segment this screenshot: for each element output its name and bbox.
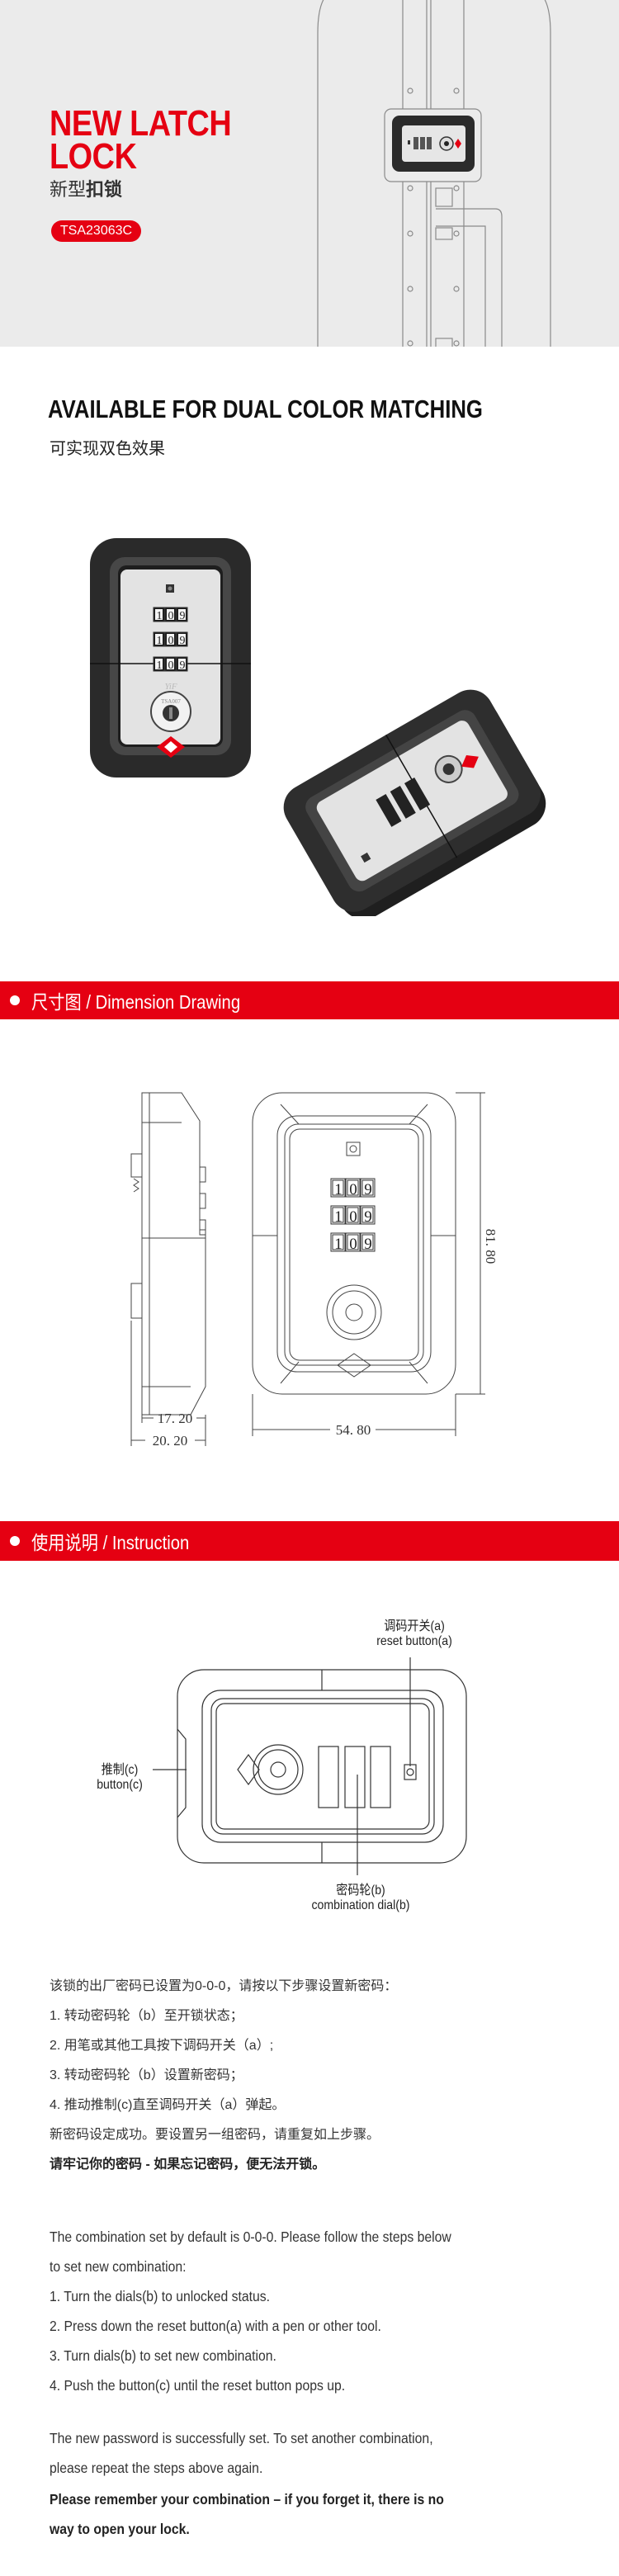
dial-digit: 9 <box>364 1181 372 1198</box>
subtitle-regular: 新型 <box>50 179 87 200</box>
dial-digit: 1 <box>334 1236 343 1253</box>
dial-label-en: combination dial(b) <box>311 1898 410 1912</box>
feature-subheading: 可实现双色效果 <box>50 440 165 458</box>
dial-digit: 9 <box>364 1236 372 1253</box>
suitcase-line-drawing <box>317 0 551 347</box>
cn-warning: 请牢记你的密码 - 如果忘记密码，便无法开锁。 <box>50 2158 326 2172</box>
dial-digit: 1 <box>157 659 163 672</box>
title-line-1: NEW LATCH <box>50 103 232 144</box>
subtitle: 新型扣锁 <box>50 175 122 201</box>
instruction-drawing <box>153 1657 467 1875</box>
angled-lock-image <box>283 689 546 916</box>
tsa-mark: TSA007 <box>161 698 181 705</box>
en-warning-2: way to open your lock. <box>50 2521 190 2537</box>
cn-success: 新密码设定成功。要设置另一组密码，请重复如上步骤。 <box>50 2128 380 2142</box>
dial-digit: 1 <box>334 1181 343 1198</box>
en-intro-2: to set new combination: <box>50 2258 187 2275</box>
en-success-1: The new password is successfully set. To… <box>50 2430 433 2446</box>
dial-digit: 9 <box>180 659 186 672</box>
en-step-1: 1. Turn the dials(b) to unlocked status. <box>50 2288 271 2304</box>
hero-banner: NEW LATCH LOCK 新型扣锁 TSA23063C <box>0 0 619 347</box>
cn-intro: 该锁的出厂密码已设置为0-0-0，请按以下步骤设置新密码： <box>50 1979 398 1993</box>
dial-digit: 9 <box>180 610 186 622</box>
en-success-2: please repeat the steps above again. <box>50 2460 263 2476</box>
bullet-icon <box>10 1536 20 1546</box>
dial-label-cn: 密码轮(b) <box>336 1884 385 1898</box>
brand-mark: YiF <box>164 682 177 692</box>
push-button-label-en: button(c) <box>97 1778 143 1792</box>
en-warning-1: Please remember your combination – if yo… <box>50 2491 444 2507</box>
dial-digit: 9 <box>364 1208 372 1226</box>
dimension-height: 81. 80 <box>483 1229 499 1264</box>
subtitle-bold: 扣锁 <box>86 179 123 200</box>
dial-digit: 0 <box>168 659 174 672</box>
dial-digit: 1 <box>157 635 163 647</box>
dial-digit: 1 <box>157 610 163 622</box>
cn-step-1: 1. 转动密码轮（b）至开锁状态； <box>50 2009 243 2023</box>
section-title: 使用说明 / Instruction <box>31 1532 190 1553</box>
dial-digit: 0 <box>349 1236 357 1253</box>
dimension-depth-outer: 20. 20 <box>153 1433 188 1449</box>
section-header-instruction: 使用说明 / Instruction <box>0 1521 619 1561</box>
section-header-dimension: 尺寸图 / Dimension Drawing <box>0 981 619 1019</box>
en-intro-1: The combination set by default is 0-0-0.… <box>50 2229 451 2245</box>
reset-button-label-en: reset button(a) <box>376 1634 452 1648</box>
en-step-3: 3. Turn dials(b) to set new combination. <box>50 2347 276 2364</box>
dial-digit: 0 <box>168 635 174 647</box>
en-step-2: 2. Press down the reset button(a) with a… <box>50 2318 381 2334</box>
dial-digit: 0 <box>349 1208 357 1226</box>
dial-digit: 0 <box>349 1181 357 1198</box>
cn-step-2: 2. 用笔或其他工具按下调码开关（a）; <box>50 2039 274 2053</box>
reset-button-label-cn: 调码开关(a) <box>384 1619 445 1633</box>
bullet-icon <box>10 995 20 1005</box>
dial-digit: 1 <box>334 1208 343 1226</box>
feature-heading: AVAILABLE FOR DUAL COLOR MATCHING <box>48 395 483 423</box>
dimension-depth-inner: 17. 20 <box>158 1411 193 1426</box>
title-line-2: LOCK <box>50 136 137 177</box>
dial-digit: 9 <box>180 635 186 647</box>
cn-step-4: 4. 推动推制(c)直至调码开关（a）弹起。 <box>50 2098 286 2112</box>
side-view <box>141 1092 206 1416</box>
en-step-4: 4. Push the button(c) until the reset bu… <box>50 2377 346 2394</box>
dimension-width: 54. 80 <box>336 1422 371 1438</box>
push-button-label-cn: 推制(c) <box>101 1763 139 1777</box>
model-badge: TSA23063C <box>51 220 141 242</box>
dial-digit: 0 <box>168 610 174 622</box>
section-title: 尺寸图 / Dimension Drawing <box>31 991 241 1013</box>
front-view <box>252 1092 456 1395</box>
cn-step-3: 3. 转动密码轮（b）设置新密码； <box>50 2068 243 2082</box>
